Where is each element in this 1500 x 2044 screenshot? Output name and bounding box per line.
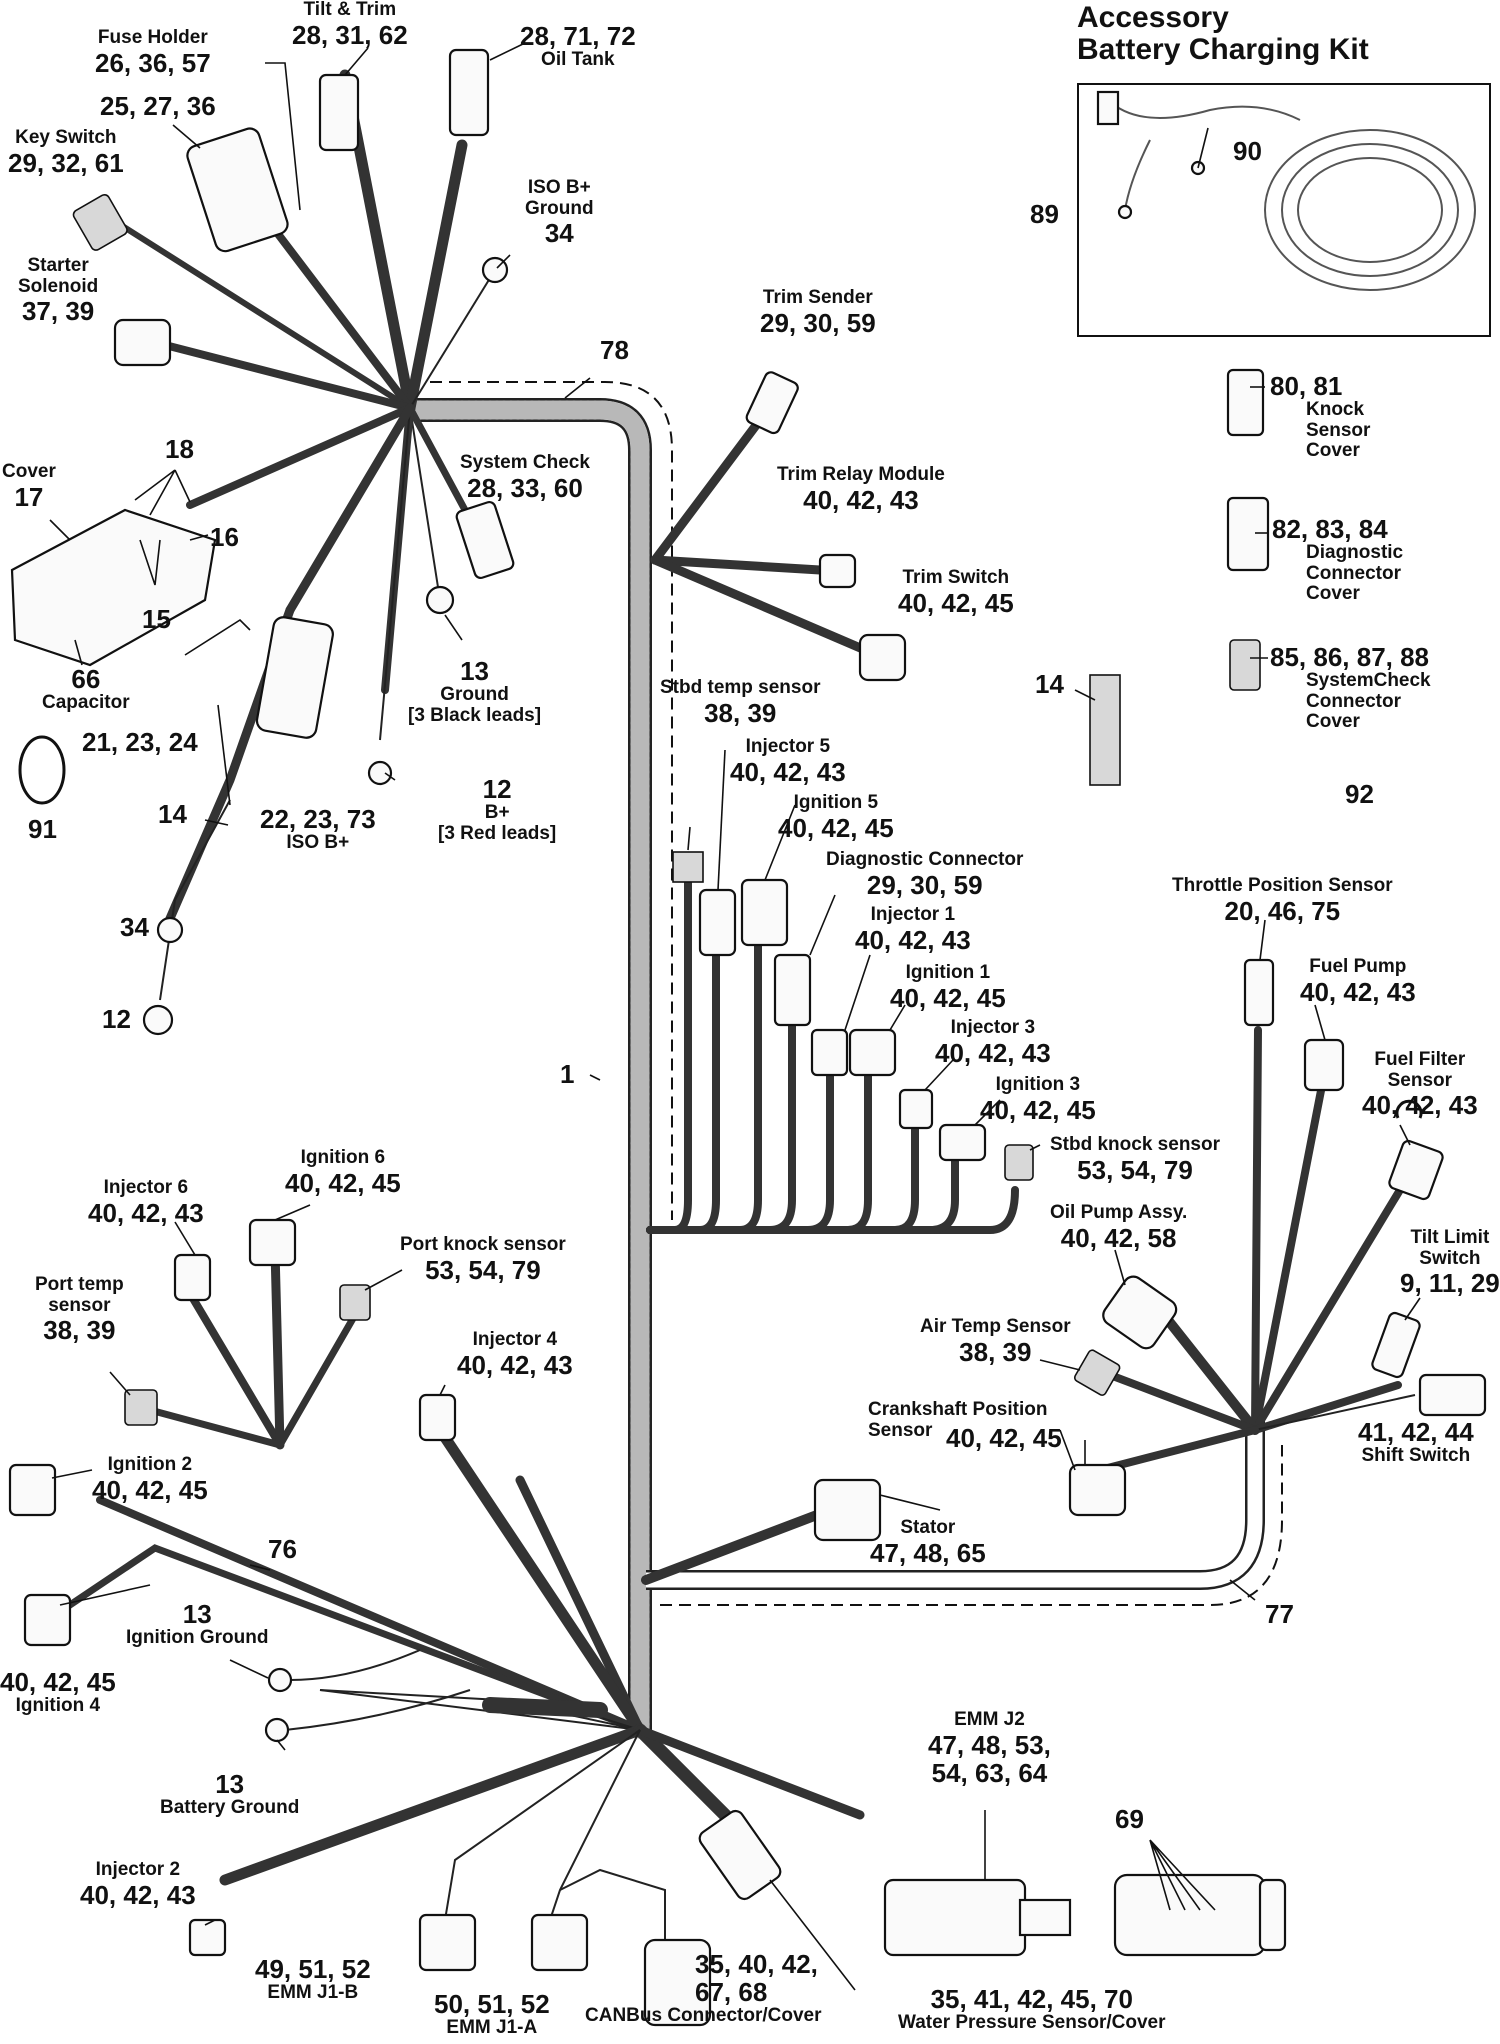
leader-lines [49, 42, 1421, 1991]
label-systemcheck-cover: 85, 86, 87, 88 SystemCheck Connector Cov… [1270, 642, 1431, 733]
label-starter-solenoid: Starter Solenoid 37, 39 [18, 255, 99, 327]
label-trim-relay: Trim Relay Module 40, 42, 43 [777, 464, 945, 515]
label-port-knock: Port knock sensor 53, 54, 79 [400, 1234, 566, 1285]
label-oil-pump: Oil Pump Assy. 40, 42, 58 [1050, 1202, 1188, 1253]
label-system-check: System Check 28, 33, 60 [460, 452, 590, 503]
label-90: 90 [1233, 136, 1262, 166]
label-91: 91 [28, 814, 57, 844]
label-fuel-pump: Fuel Pump 40, 42, 43 [1300, 956, 1416, 1007]
label-76: 76 [268, 1534, 297, 1564]
label-16: 16 [210, 522, 239, 552]
label-crankshaft-nums: 40, 42, 45 [946, 1423, 1062, 1453]
label-fuel-filter: Fuel Filter Sensor 40, 42, 43 [1362, 1049, 1478, 1121]
label-throttle: Throttle Position Sensor 20, 46, 75 [1172, 875, 1393, 926]
label-capacitor: 66 Capacitor [42, 664, 130, 714]
label-ignition-6: Ignition 6 40, 42, 45 [285, 1147, 401, 1198]
label-injector-5: Injector 5 40, 42, 43 [730, 736, 846, 787]
connectors [8, 48, 1487, 2027]
trim-breakouts [650, 395, 870, 655]
label-1: 1 [560, 1059, 575, 1089]
label-ignition-ground: 13 Ignition Ground [126, 1599, 269, 1649]
label-18: 18 [165, 434, 194, 464]
label-trim-switch: Trim Switch 40, 42, 45 [898, 567, 1014, 618]
label-stbd-knock: Stbd knock sensor 53, 54, 79 [1050, 1134, 1220, 1185]
label-water-pressure: 35, 41, 42, 45, 70 Water Pressure Sensor… [898, 1984, 1166, 2034]
label-iso-b-plus: 22, 23, 73 ISO B+ [260, 804, 376, 854]
label-injector-3: Injector 3 40, 42, 43 [935, 1017, 1051, 1068]
label-69: 69 [1115, 1804, 1144, 1834]
label-crankshaft: Crankshaft Position Sensor [868, 1399, 1048, 1441]
label-12: 12 [102, 1004, 131, 1034]
label-b-plus-12: 12 B+ [3 Red leads] [438, 774, 557, 844]
label-15: 15 [142, 604, 171, 634]
label-injector-6: Injector 6 40, 42, 43 [88, 1177, 204, 1228]
label-ground-13: 13 Ground [3 Black leads] [408, 656, 542, 726]
label-trim-sender: Trim Sender 29, 30, 59 [760, 287, 876, 338]
label-port-temp: Port temp sensor 38, 39 [35, 1274, 124, 1346]
label-knock-cover: 80, 81 Knock Sensor Cover [1270, 371, 1371, 462]
label-iso-ground: ISO B+ Ground 34 [525, 177, 594, 249]
label-injector-2: Injector 2 40, 42, 43 [80, 1859, 196, 1910]
label-14-right: 14 [1035, 669, 1064, 699]
label-89: 89 [1030, 199, 1059, 229]
label-92: 92 [1345, 779, 1374, 809]
main-harness-trunk [405, 381, 1283, 1740]
label-tilt-limit: Tilt Limit Switch 9, 11, 29 [1400, 1227, 1500, 1299]
label-injector-1: Injector 1 40, 42, 43 [855, 904, 971, 955]
label-emm-j2: EMM J2 47, 48, 53, 54, 63, 64 [928, 1709, 1051, 1788]
label-cover: Cover 17 [2, 461, 56, 512]
label-tilt-trim: Tilt & Trim 28, 31, 62 [292, 0, 408, 50]
label-diag-conn: Diagnostic Connector 29, 30, 59 [826, 849, 1024, 900]
label-14-left: 14 [158, 799, 187, 829]
label-battery-ground: 13 Battery Ground [160, 1769, 300, 1819]
label-emm-j1b: 49, 51, 52 EMM J1-B [255, 1954, 371, 2004]
accessory-title: Accessory Battery Charging Kit [1077, 1, 1369, 67]
label-fuse-holder-b: 25, 27, 36 [100, 91, 216, 121]
label-ignition-5: Ignition 5 40, 42, 45 [778, 792, 894, 843]
label-canbus: 35, 40, 42, 67, 68 CANBus Connector/Cove… [585, 1949, 822, 2027]
label-air-temp: Air Temp Sensor 38, 39 [920, 1316, 1071, 1367]
label-ignition-4: 40, 42, 45 Ignition 4 [0, 1667, 116, 1717]
accessory-kit-box [1077, 83, 1491, 337]
label-ignition-2: Ignition 2 40, 42, 45 [92, 1454, 208, 1505]
label-shift-switch: 41, 42, 44 Shift Switch [1358, 1417, 1474, 1467]
lower-breakouts [51, 1245, 865, 1960]
label-77: 77 [1265, 1599, 1294, 1629]
label-key-switch: Key Switch 29, 32, 61 [8, 127, 124, 178]
label-injector-4: Injector 4 40, 42, 43 [457, 1329, 573, 1380]
label-stator: Stator 47, 48, 65 [870, 1517, 986, 1568]
label-21-23-24: 21, 23, 24 [82, 727, 198, 757]
right-sensor-breakouts [641, 1026, 1416, 1585]
injector-bundle [646, 876, 1019, 1234]
upper-left-breakouts [102, 69, 496, 1001]
label-ignition-3: Ignition 3 40, 42, 45 [980, 1074, 1096, 1125]
label-ignition-1: Ignition 1 40, 42, 45 [890, 962, 1006, 1013]
label-78: 78 [600, 335, 629, 365]
label-emm-j1a: 50, 51, 52 EMM J1-A [434, 1989, 550, 2039]
label-34: 34 [120, 912, 149, 942]
label-fuse-holder: Fuse Holder 26, 36, 57 [95, 27, 211, 78]
label-oil-tank: 28, 71, 72 Oil Tank [520, 21, 636, 71]
label-diagnostic-cover: 82, 83, 84 Diagnostic Connector Cover [1272, 514, 1404, 605]
label-stbd-temp: Stbd temp sensor 38, 39 [660, 677, 821, 728]
